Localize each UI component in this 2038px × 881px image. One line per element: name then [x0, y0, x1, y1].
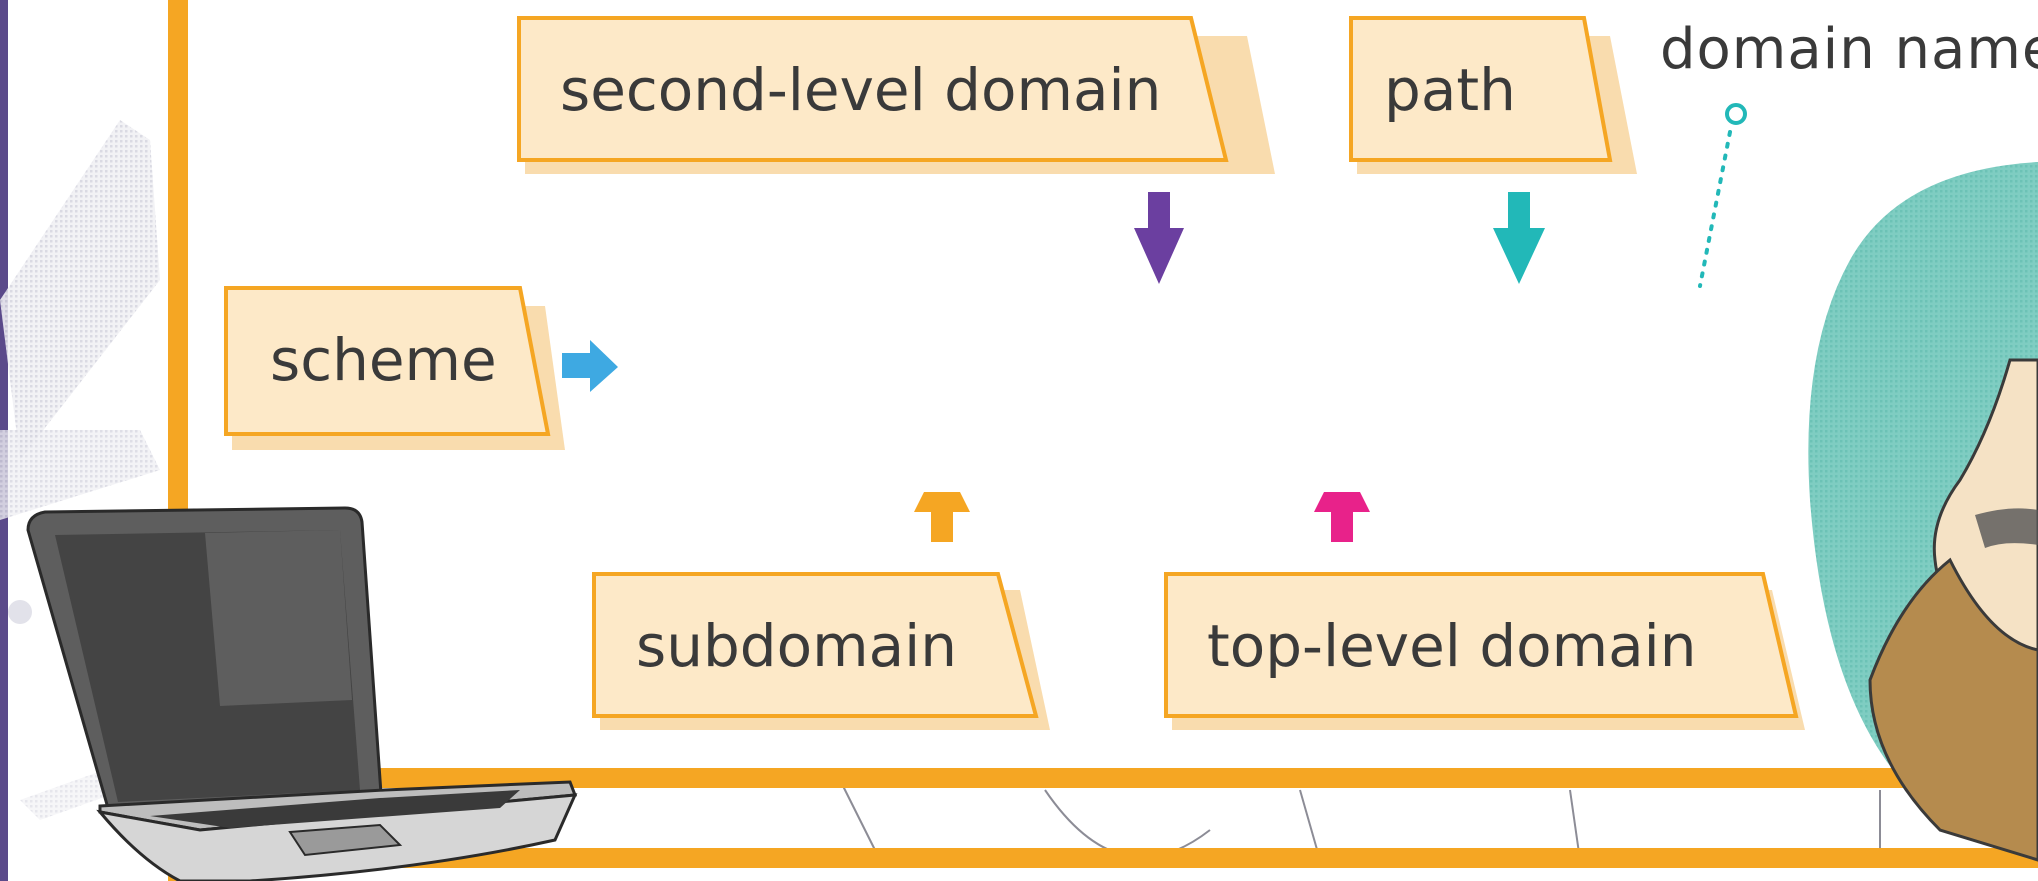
subdomain-arrow — [914, 492, 970, 542]
path-arrow — [1493, 192, 1545, 284]
person-illustration — [1808, 162, 2038, 862]
top-level-domain-box — [1164, 572, 1805, 730]
laptop-icon — [26, 506, 578, 881]
scheme-box — [224, 286, 565, 450]
second-level-domain-arrow — [1134, 192, 1184, 284]
path-label: path — [1384, 56, 1516, 124]
content-frame — [168, 0, 2038, 881]
top-level-domain-label: top-level domain — [1207, 612, 1697, 680]
second-level-domain-box — [517, 16, 1275, 174]
domain-name-pointer — [1698, 103, 1747, 288]
subdomain-box — [592, 572, 1050, 730]
domain-name-caption: domain name — [1660, 17, 2038, 82]
path-box — [1349, 16, 1637, 174]
scheme-arrow — [562, 340, 618, 392]
top-level-domain-arrow — [1314, 492, 1370, 542]
subdomain-label: subdomain — [636, 612, 958, 680]
scheme-label: scheme — [270, 326, 497, 394]
second-level-domain-label: second-level domain — [560, 56, 1162, 124]
